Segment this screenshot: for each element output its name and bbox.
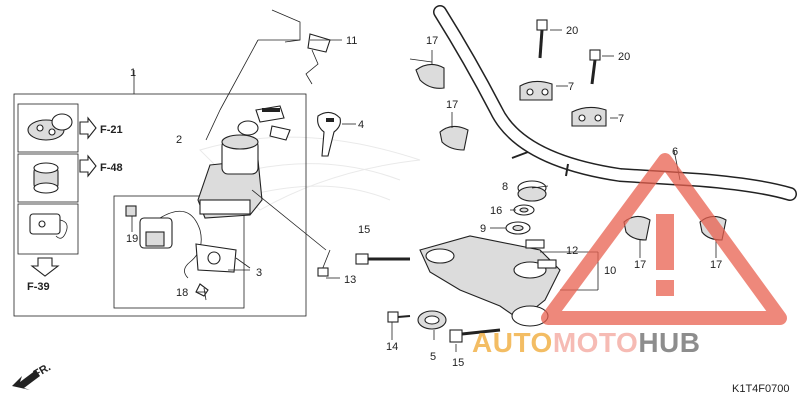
assembly-1-box bbox=[13, 70, 307, 317]
nut-9 bbox=[505, 221, 531, 235]
ref-f48-label: F-48 bbox=[100, 162, 123, 174]
front-direction-arrow bbox=[12, 370, 40, 390]
switch-wire-harness bbox=[139, 210, 237, 279]
bolt-20b bbox=[589, 49, 601, 85]
cap-8 bbox=[517, 180, 547, 202]
svg-text:AUTOMOTOHUB: AUTOMOTOHUB bbox=[472, 327, 700, 358]
leader-lines bbox=[131, 29, 717, 352]
clip-19 bbox=[125, 205, 137, 217]
label-part-17a: 17 bbox=[426, 35, 438, 47]
clamp-5 bbox=[417, 310, 447, 330]
reference-box-f48 bbox=[17, 153, 79, 203]
watermark-hub: HUB bbox=[638, 327, 700, 358]
top-bridge bbox=[419, 235, 561, 327]
ref-f21-label: F-21 bbox=[100, 124, 123, 136]
key-pair bbox=[255, 105, 291, 141]
clip-band-17c bbox=[623, 215, 651, 241]
reference-box-f21 bbox=[17, 103, 79, 153]
bolt-15a bbox=[355, 253, 410, 265]
clip-band-17a bbox=[415, 63, 445, 89]
bolt-13 bbox=[317, 249, 331, 277]
bolt-20a bbox=[536, 19, 548, 59]
watermark-triangle bbox=[541, 153, 787, 325]
label-part-20b: 20 bbox=[618, 51, 630, 63]
bolt-15b bbox=[449, 328, 501, 343]
label-part-15b: 15 bbox=[452, 357, 464, 369]
arrow-f39 bbox=[30, 257, 60, 277]
label-part-4: 4 bbox=[358, 119, 364, 131]
assembly-3-box bbox=[113, 195, 245, 309]
label-part-14: 14 bbox=[386, 341, 398, 353]
watermark-moto: MOTO bbox=[553, 327, 638, 358]
label-part-5: 5 bbox=[430, 351, 436, 363]
label-part-17c: 17 bbox=[634, 259, 646, 271]
clip-band-17b bbox=[439, 125, 469, 151]
label-part-6: 6 bbox=[672, 146, 678, 158]
label-part-17d: 17 bbox=[710, 259, 722, 271]
label-part-10: 10 bbox=[604, 265, 616, 277]
arrow-f48 bbox=[79, 154, 97, 178]
diagram-code: K1T4F0700 bbox=[732, 383, 789, 395]
reference-box-f39 bbox=[17, 203, 79, 255]
label-part-2: 2 bbox=[176, 134, 182, 146]
ignition-switch-body bbox=[197, 120, 263, 219]
screw-14 bbox=[387, 311, 411, 323]
ignition-bracket bbox=[271, 9, 331, 85]
screw-18 bbox=[195, 283, 209, 301]
label-part-11: 11 bbox=[346, 35, 357, 47]
watermark-text: AUTOMOTOHUB bbox=[472, 327, 700, 358]
label-part-19: 19 bbox=[126, 233, 138, 245]
label-part-16: 16 bbox=[490, 205, 502, 217]
washer-16 bbox=[513, 204, 535, 216]
label-part-18: 18 bbox=[176, 287, 188, 299]
label-part-7a: 7 bbox=[568, 81, 574, 93]
label-part-7b: 7 bbox=[618, 113, 624, 125]
label-part-13: 13 bbox=[344, 274, 356, 286]
holder-upper-7a bbox=[519, 80, 553, 101]
arrow-f21 bbox=[79, 116, 97, 140]
label-part-20a: 20 bbox=[566, 25, 578, 37]
label-part-17b: 17 bbox=[446, 99, 458, 111]
label-part-8: 8 bbox=[502, 181, 508, 193]
label-part-15a: 15 bbox=[358, 224, 370, 236]
label-part-9: 9 bbox=[480, 223, 486, 235]
holder-upper-7b bbox=[571, 106, 607, 127]
handlebar-pipe bbox=[433, 5, 797, 201]
watermark-auto: AUTO bbox=[472, 327, 553, 358]
label-part-3: 3 bbox=[256, 267, 262, 279]
front-direction-label: FR. bbox=[32, 361, 53, 380]
ref-f39-label: F-39 bbox=[27, 281, 50, 293]
label-part-1: 1 bbox=[130, 67, 136, 79]
label-part-12: 12 bbox=[566, 245, 578, 257]
key-4 bbox=[317, 111, 341, 157]
